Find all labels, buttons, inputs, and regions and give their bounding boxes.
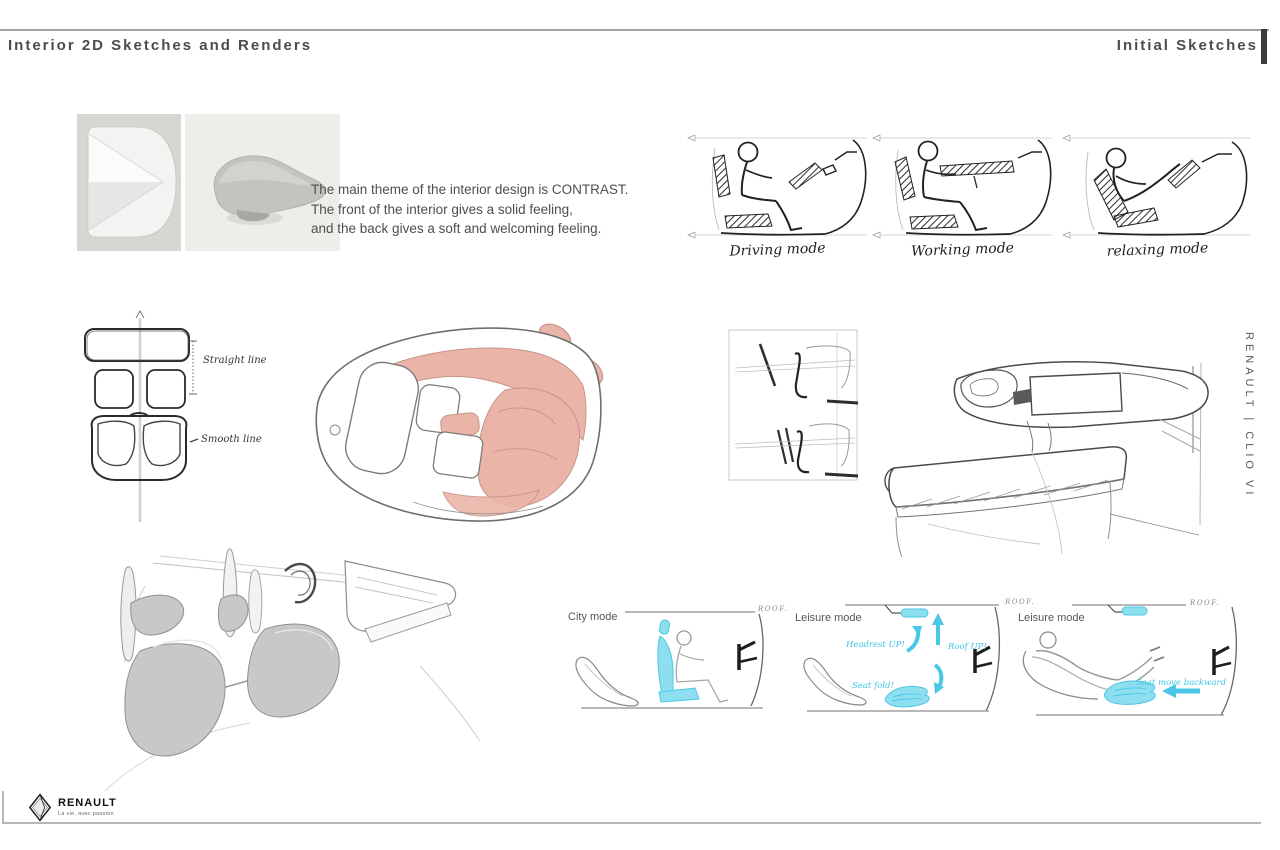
- intro-paragraph: The main theme of the interior design is…: [311, 180, 628, 239]
- straight-line-note: Straight line: [203, 355, 267, 366]
- city-mode-sketch: [575, 611, 764, 709]
- roof-up-note: Roof UP!: [948, 642, 987, 652]
- leisure-mode-2-sketch: [1022, 604, 1237, 716]
- interior-perspective-sketch: [315, 323, 604, 522]
- interior-seats-figure: [65, 541, 495, 816]
- seat-study-box-sketch: [728, 329, 859, 481]
- intro-line-1: The main theme of the interior design is…: [311, 182, 629, 197]
- footer-rule: [2, 822, 1261, 824]
- plan-view-sketch: [84, 309, 199, 522]
- section-title: Initial Sketches: [1116, 37, 1258, 54]
- renault-logo-block: RENAULT La vie, avec passion: [28, 793, 117, 822]
- city-mode-label: City mode: [568, 611, 618, 623]
- seat-move-note: Seat move backward: [1136, 678, 1227, 688]
- leisure-mode-2-label: Leisure mode: [1018, 612, 1085, 624]
- headrest-up-note: Headrest UP!: [846, 640, 905, 650]
- working-mode-sketch: [872, 134, 1052, 239]
- working-mode-figure: Working mode: [870, 116, 1055, 268]
- driving-mode-sketch: [687, 134, 867, 239]
- relaxing-mode-figure: relaxing mode: [1060, 116, 1255, 268]
- leisure-mode-2-block: Leisure mode ROOF. Seat move backward: [1014, 593, 1269, 735]
- city-roof-note: ROOF.: [758, 605, 789, 613]
- interior-seats-sketch: [104, 548, 481, 792]
- smooth-line-note: Smooth line: [201, 434, 262, 445]
- console-bench-figure: [882, 339, 1277, 584]
- brand-tagline: La vie, avec passion: [58, 811, 114, 817]
- render-armrest-clay-image: [185, 114, 340, 251]
- corner-accent-bar: [1261, 29, 1267, 64]
- city-mode-block: City mode ROOF.: [563, 598, 791, 740]
- interior-perspective-figure: [293, 302, 628, 547]
- driving-mode-label: Driving mode: [729, 240, 826, 260]
- door-panel-render-art: [87, 126, 177, 238]
- side-brand-label: RENAULT | CLIO VI: [1243, 332, 1255, 499]
- relaxing-mode-sketch: [1062, 134, 1250, 239]
- brand-name: RENAULT: [58, 797, 117, 809]
- relaxing-mode-label: relaxing mode: [1106, 240, 1209, 260]
- driving-mode-figure: Driving mode: [685, 116, 870, 268]
- console-bench-sketch: [884, 361, 1209, 558]
- leisure-mode-1-sketch: [803, 604, 1001, 712]
- leisure-mode-1-block: Leisure mode ROOF. Headrest UP! Roof UP!…: [791, 593, 1034, 735]
- render-door-panel-image: [77, 114, 181, 251]
- renault-diamond-icon: [28, 793, 52, 822]
- intro-line-3: and the back gives a soft and welcoming …: [311, 221, 602, 236]
- footer-tick: [2, 791, 4, 822]
- plan-view-figure: Straight line Smooth line: [70, 308, 300, 528]
- armrest-render-art: [213, 155, 326, 225]
- seat-study-box-figure: [723, 326, 863, 491]
- brand-text-block: RENAULT La vie, avec passion: [58, 797, 117, 818]
- page-title: Interior 2D Sketches and Renders: [8, 37, 313, 54]
- header-rule: [0, 29, 1269, 31]
- leisure-mode-1-label: Leisure mode: [795, 612, 862, 624]
- intro-line-2: The front of the interior gives a solid …: [311, 201, 573, 217]
- seat-fold-note: Seat fold!: [852, 681, 894, 691]
- working-mode-label: Working mode: [910, 240, 1015, 260]
- leisure-2-roof-note: ROOF.: [1190, 599, 1221, 607]
- leisure-1-roof-note: ROOF.: [1005, 598, 1036, 606]
